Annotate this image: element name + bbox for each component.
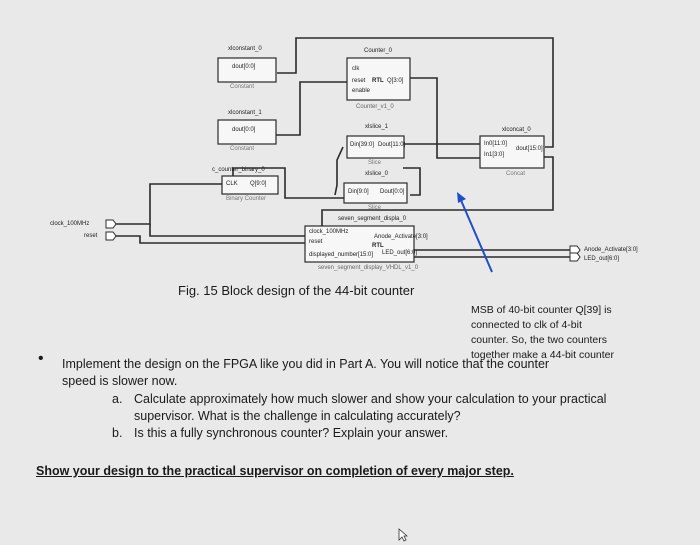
note-line-1: MSB of 40-bit counter Q[39] is xyxy=(471,304,612,316)
counter-0-clk: clk xyxy=(352,66,360,72)
counter-0-reset: reset xyxy=(352,78,366,84)
seven-segment-anode: Anode_Activate[3:0] xyxy=(374,234,428,240)
xlconstant-1-subtitle: Constant xyxy=(230,146,255,152)
counter-binary-block xyxy=(221,175,279,195)
led-port-icon xyxy=(569,252,581,262)
xlconcat-dout: dout[15:0] xyxy=(516,146,543,152)
seven-segment-led: LED_out[6:0] xyxy=(382,250,418,256)
xlconstant-1-block xyxy=(217,119,277,145)
instruction-line-2: speed is slower now. xyxy=(62,374,178,388)
xlslice-1-dout: Dout[11:0] xyxy=(378,142,406,148)
bullet-point: • xyxy=(38,350,44,367)
xlslice-0-din: Din[9:0] xyxy=(348,189,369,195)
xlconcat-block xyxy=(479,135,545,169)
instruction-line-1: Implement the design on the FPGA like yo… xyxy=(62,357,550,371)
seven-segment-reset: reset xyxy=(309,239,323,245)
xlslice-0-block xyxy=(343,182,408,204)
xlslice-1-din: Din[39:0] xyxy=(350,142,375,148)
xlslice-0-title: xlslice_0 xyxy=(365,171,389,177)
counter-0-subtitle: Counter_v1_0 xyxy=(356,104,394,110)
annotation-arrow-icon xyxy=(457,192,493,273)
item-b-label: b. xyxy=(112,426,123,440)
anode-port-label: Anode_Activate[3:0] xyxy=(584,247,638,253)
xlslice-1-subtitle: Slice xyxy=(368,160,382,166)
seven-segment-block xyxy=(304,225,415,263)
counter-binary-q: Q[9:0] xyxy=(250,181,267,187)
clock-port-icon xyxy=(105,219,117,229)
xlconstant-1-title: xlconstant_1 xyxy=(228,110,262,116)
xlslice-0-dout: Dout[0:0] xyxy=(380,189,405,195)
xlconcat-in1: In1[3:0] xyxy=(484,152,505,158)
item-a-line-1: Calculate approximately how much slower … xyxy=(134,392,607,406)
item-a-label: a. xyxy=(112,392,123,406)
counter-0-q: Q[3:0] xyxy=(387,78,404,84)
item-b-line-1: Is this a fully synchronous counter? Exp… xyxy=(134,426,449,440)
clock-port-label: clock_100MHz xyxy=(50,221,90,227)
item-a-line-2: supervisor. What is the challenge in cal… xyxy=(134,409,461,423)
reset-port-label: reset xyxy=(84,233,98,239)
seven-segment-clock: clock_100MHz xyxy=(309,229,349,235)
xlconcat-in0: In0[11:0] xyxy=(484,141,507,147)
footer-instruction: Show your design to the practical superv… xyxy=(36,464,514,478)
counter-binary-subtitle: Binary Counter xyxy=(226,196,267,202)
figure-caption: Fig. 15 Block design of the 44-bit count… xyxy=(178,283,415,298)
seven-segment-displayed: displayed_number[15:0] xyxy=(309,252,374,258)
xlslice-1-block xyxy=(346,135,405,159)
mouse-cursor-icon xyxy=(398,528,408,542)
xlconstant-0-block xyxy=(217,57,277,83)
xlconcat-title: xlconcat_0 xyxy=(502,127,531,133)
counter-binary-title: c_counter_binary_0 xyxy=(212,167,265,173)
xlconstant-1-port: dout[0:0] xyxy=(232,127,256,133)
block-design-diagram xyxy=(105,37,581,273)
xlconstant-0-subtitle: Constant xyxy=(230,84,255,90)
seven-segment-title: seven_segment_displa_0 xyxy=(338,216,407,222)
seven-segment-rtl-badge: RTL xyxy=(372,243,384,249)
counter-0-enable: enable xyxy=(352,88,371,94)
counter-0-block xyxy=(346,57,411,101)
note-line-4: together make a 44-bit counter xyxy=(471,349,615,361)
counter-binary-clk: CLK xyxy=(226,181,238,187)
counter-0-rtl-badge: RTL xyxy=(372,78,384,84)
xlslice-0-subtitle: Slice xyxy=(368,205,382,211)
xlconstant-0-port: dout[0:0] xyxy=(232,64,256,70)
led-port-label: LED_out[6:0] xyxy=(584,256,620,262)
note-line-3: counter. So, the two counters xyxy=(471,334,607,346)
xlslice-1-title: xlslice_1 xyxy=(365,124,389,130)
xlconstant-0-title: xlconstant_0 xyxy=(228,46,262,52)
note-line-2: connected to clk of 4-bit xyxy=(471,319,582,331)
counter-0-title: Counter_0 xyxy=(364,48,393,54)
xlconcat-subtitle: Concat xyxy=(506,171,526,177)
reset-port-icon xyxy=(105,231,117,241)
seven-segment-subtitle: seven_segment_display_VHDL_v1_0 xyxy=(318,265,419,271)
